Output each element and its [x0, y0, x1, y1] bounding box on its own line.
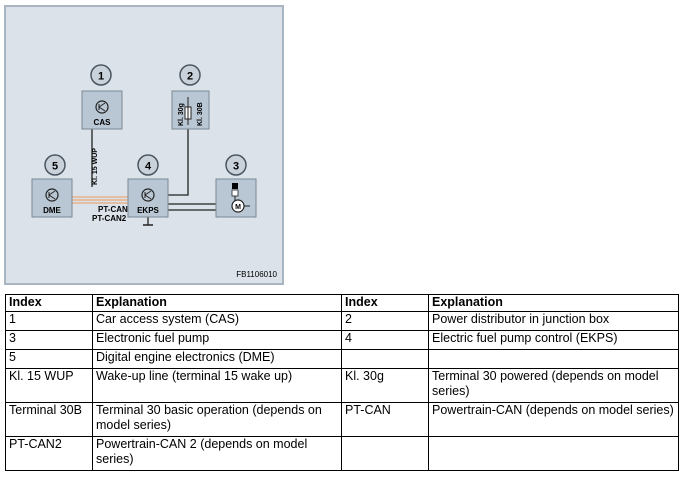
wake-up-label: Kl. 15 WUP [92, 148, 99, 185]
table-cell: 3 [5, 330, 93, 350]
table-cell: Powertrain-CAN 2 (depends on model serie… [92, 436, 342, 471]
kl30-line [168, 125, 189, 196]
svg-text:Kl. 30B: Kl. 30B [197, 102, 204, 126]
header-explanation: Explanation [428, 294, 679, 312]
fuel-pump: M [215, 178, 257, 218]
table-cell: 2 [341, 311, 429, 331]
callout-4: 4 [137, 154, 159, 176]
table-row: 5 Digital engine electronics (DME) [5, 349, 679, 369]
table-cell: Electric fuel pump control (EKPS) [428, 330, 679, 350]
table-cell: Car access system (CAS) [92, 311, 342, 331]
table-cell: 1 [5, 311, 93, 331]
cas-module: CAS [81, 90, 123, 130]
table-cell: 5 [5, 349, 93, 369]
table-cell: Terminal 30B [5, 402, 93, 437]
table-row: 1 Car access system (CAS) 2 Power distri… [5, 311, 679, 331]
table-cell: Kl. 30g [341, 368, 429, 403]
pt-can-label: PT-CAN [98, 205, 128, 214]
table-cell [341, 349, 429, 369]
svg-text:1: 1 [98, 71, 104, 83]
power-distributor: Kl. 30g Kl. 30B [171, 90, 210, 130]
table-cell: 4 [341, 330, 429, 350]
pt-can2-label: PT-CAN2 [92, 214, 127, 223]
svg-text:5: 5 [52, 161, 58, 173]
wiring-diagram: 1 2 3 4 5 CAS [4, 5, 284, 285]
table-cell [428, 436, 679, 471]
svg-text:CAS: CAS [94, 118, 112, 127]
table-cell: Power distributor in junction box [428, 311, 679, 331]
svg-text:DME: DME [43, 206, 61, 215]
header-index: Index [5, 294, 93, 312]
table-cell: Terminal 30 powered (depends on model se… [428, 368, 679, 403]
table-row: Kl. 15 WUP Wake-up line (terminal 15 wak… [5, 368, 679, 403]
svg-text:M: M [235, 204, 241, 211]
table-row: 3 Electronic fuel pump 4 Electric fuel p… [5, 330, 679, 350]
svg-text:4: 4 [145, 161, 152, 173]
legend-table: Index Explanation Index Explanation 1 Ca… [5, 294, 679, 471]
table-cell: Digital engine electronics (DME) [92, 349, 342, 369]
header-index: Index [341, 294, 429, 312]
table-cell: PT-CAN2 [5, 436, 93, 471]
svg-text:3: 3 [233, 161, 239, 173]
dme-module: DME [31, 178, 73, 218]
table-header-row: Index Explanation Index Explanation [5, 294, 679, 312]
svg-text:EKPS: EKPS [137, 206, 159, 215]
table-row: PT-CAN2 Powertrain-CAN 2 (depends on mod… [5, 436, 679, 471]
callout-2: 2 [179, 64, 201, 86]
header-explanation: Explanation [92, 294, 342, 312]
table-cell [341, 436, 429, 471]
callout-1: 1 [90, 64, 112, 86]
svg-text:Kl. 30g: Kl. 30g [178, 103, 185, 126]
diagram-svg: 1 2 3 4 5 CAS [31, 64, 278, 279]
table-cell: PT-CAN [341, 402, 429, 437]
callout-3: 3 [225, 154, 247, 176]
table-cell [428, 349, 679, 369]
table-cell: Kl. 15 WUP [5, 368, 93, 403]
figure-code: FB1106010 [236, 270, 277, 279]
table-row: Terminal 30B Terminal 30 basic operation… [5, 402, 679, 437]
ekps-module: EKPS [127, 178, 169, 218]
table-cell: Terminal 30 basic operation (depends on … [92, 402, 342, 437]
table-cell: Electronic fuel pump [92, 330, 342, 350]
callout-5: 5 [44, 154, 66, 176]
svg-text:2: 2 [187, 71, 193, 83]
table-cell: Wake-up line (terminal 15 wake up) [92, 368, 342, 403]
table-cell: Powertrain-CAN (depends on model series) [428, 402, 679, 437]
